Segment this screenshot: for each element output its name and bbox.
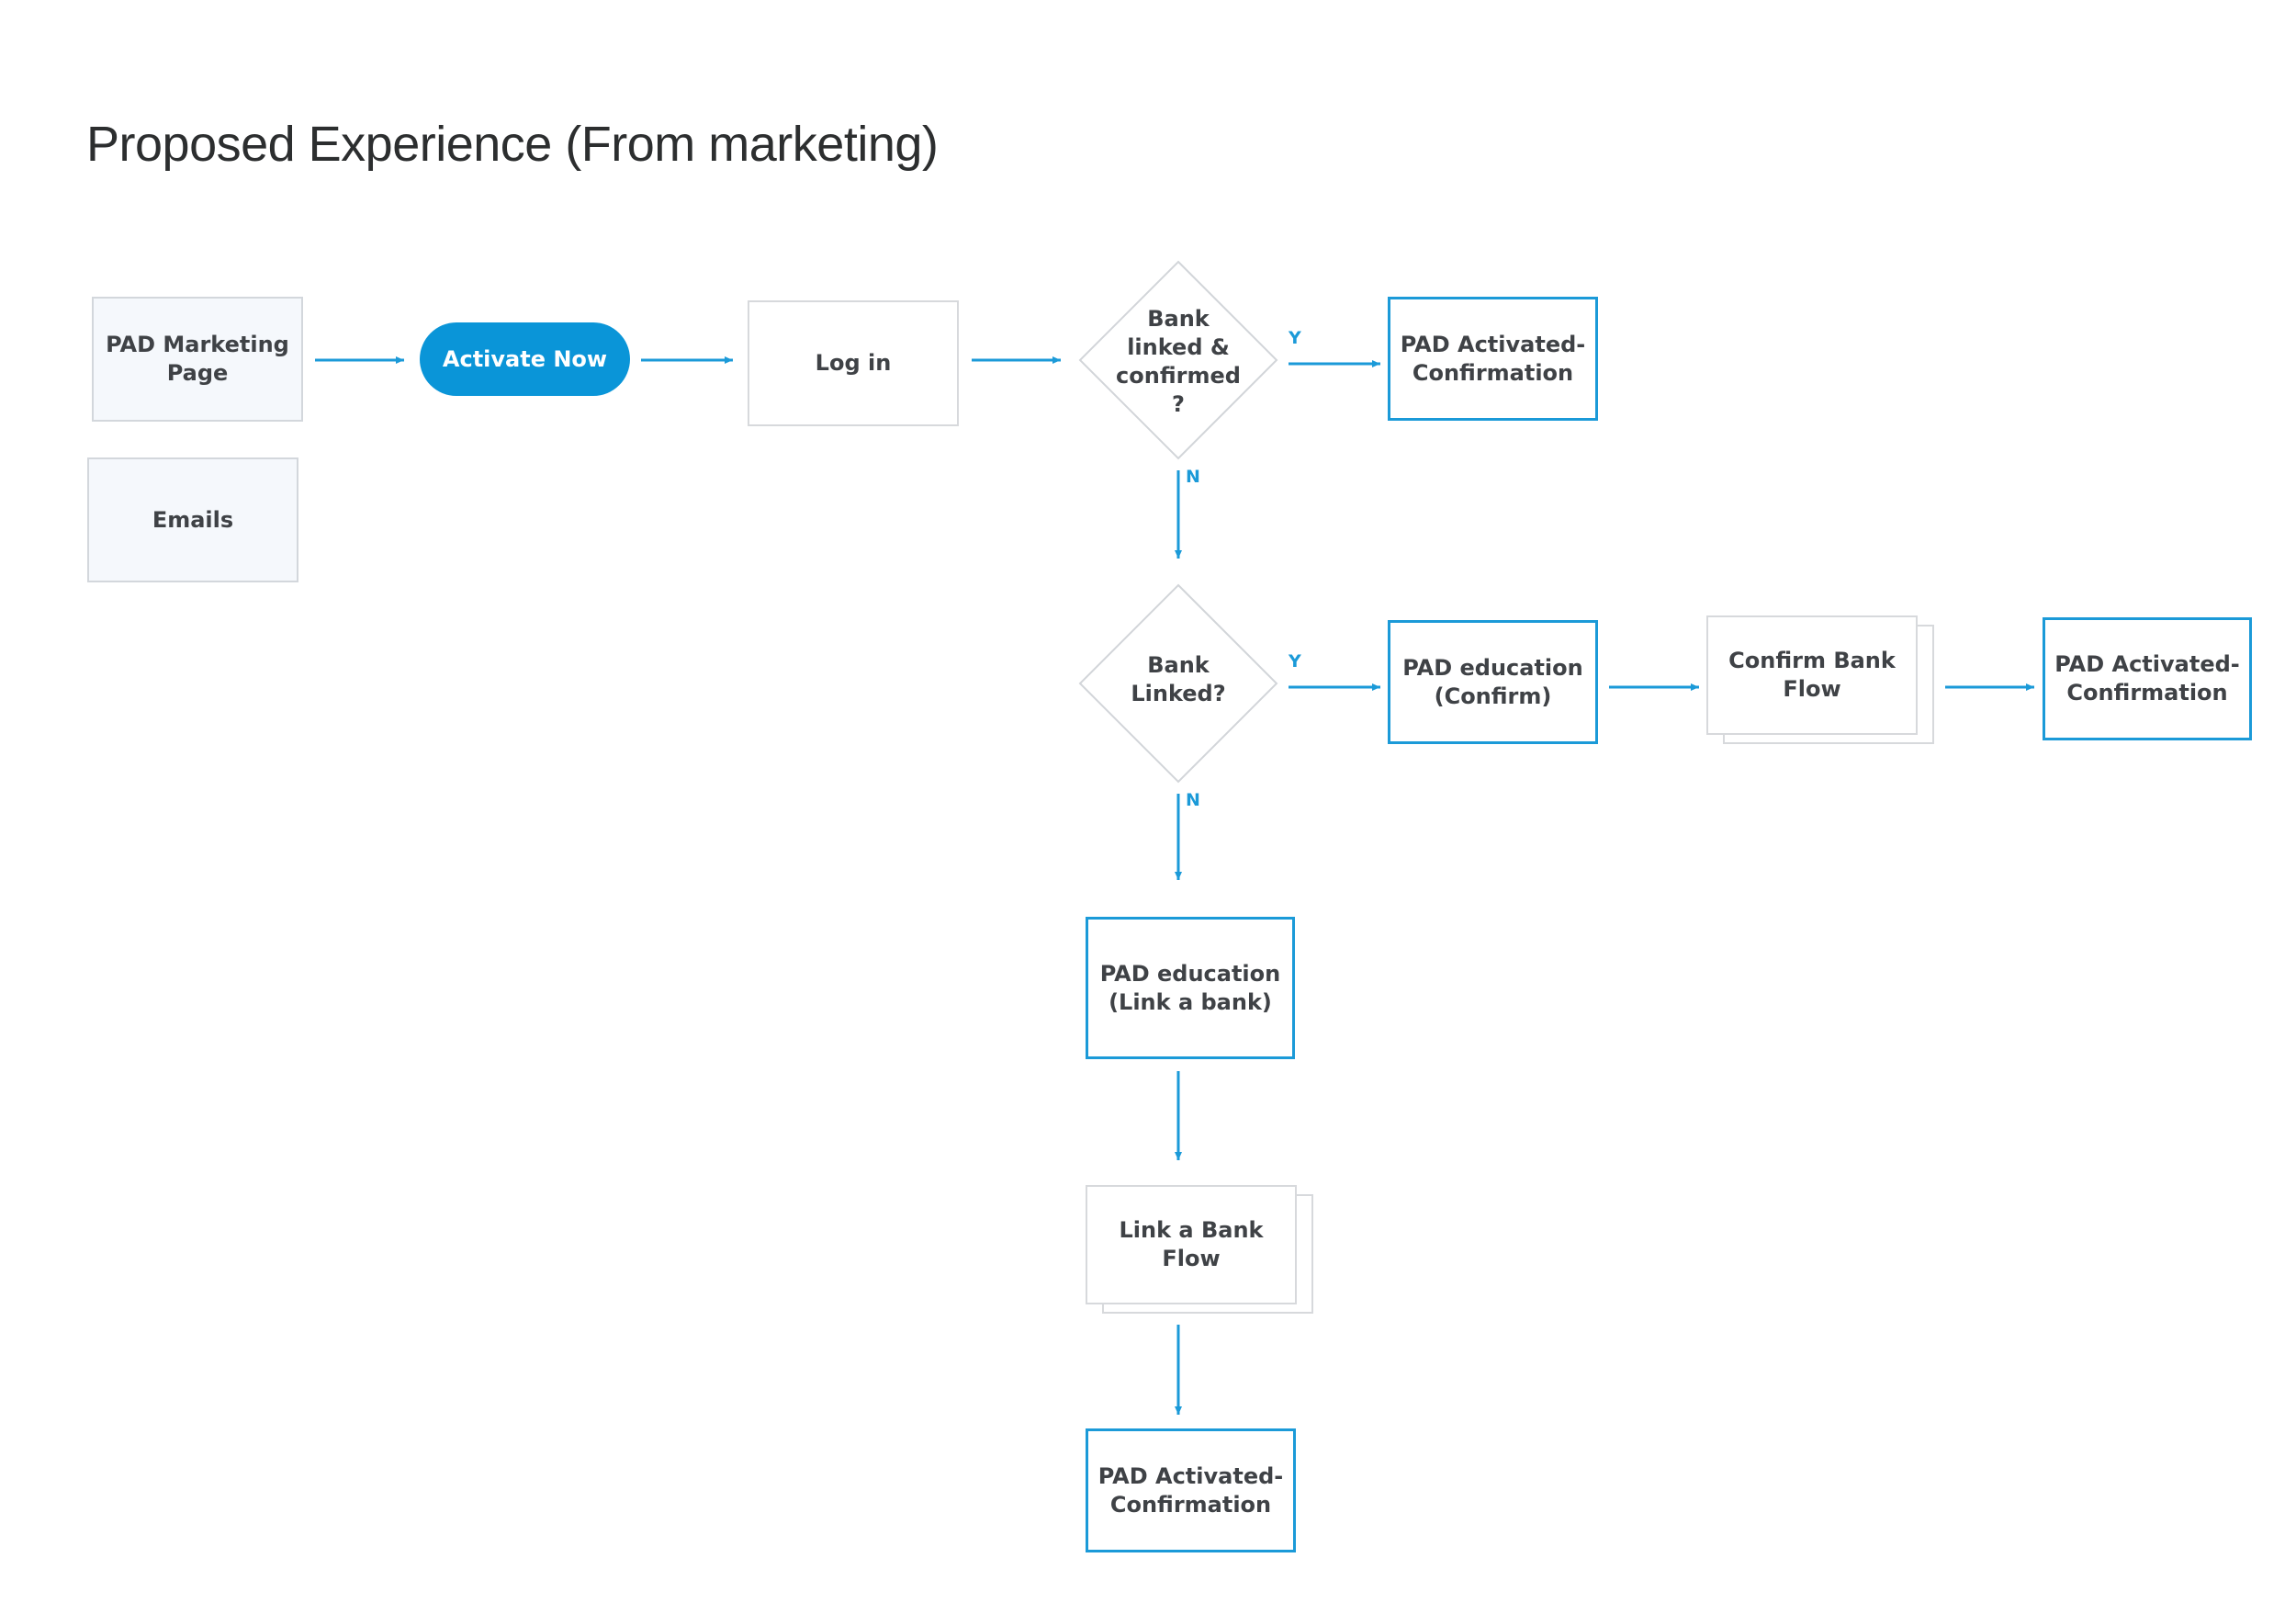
- node-pad-marketing-page: PAD Marketing Page: [92, 297, 303, 422]
- edge-label-no-2: N: [1186, 790, 1200, 810]
- node-pad-education-confirm: PAD education (Confirm): [1388, 620, 1598, 744]
- node-pad-activated-confirmation-2: PAD Activated- Confirmation: [2043, 617, 2252, 740]
- node-emails: Emails: [87, 457, 298, 582]
- edge-label-yes-2: Y: [1289, 651, 1301, 672]
- activate-now-button[interactable]: Activate Now: [420, 322, 630, 396]
- decision-label-linked-confirmed: Bank linked & confirmed ?: [1116, 306, 1241, 417]
- decision-label-bank-linked: Bank Linked?: [1131, 652, 1226, 706]
- node-pad-activated-confirmation-3: PAD Activated- Confirmation: [1086, 1428, 1296, 1552]
- node-pad-activated-confirmation-1: PAD Activated- Confirmation: [1388, 297, 1598, 421]
- decision-diamond-bank-linked: [1078, 583, 1278, 784]
- node-pad-education-link-bank: PAD education (Link a bank): [1086, 917, 1295, 1059]
- edge-label-no-1: N: [1186, 467, 1200, 487]
- edge-label-yes-1: Y: [1289, 328, 1301, 348]
- decision-diamond-linked-confirmed: [1078, 260, 1278, 460]
- node-confirm-bank-flow: Confirm Bank Flow: [1706, 615, 1918, 735]
- diagram-title: Proposed Experience (From marketing): [86, 117, 939, 172]
- node-link-a-bank-flow: Link a Bank Flow: [1086, 1185, 1297, 1304]
- node-log-in: Log in: [748, 300, 959, 426]
